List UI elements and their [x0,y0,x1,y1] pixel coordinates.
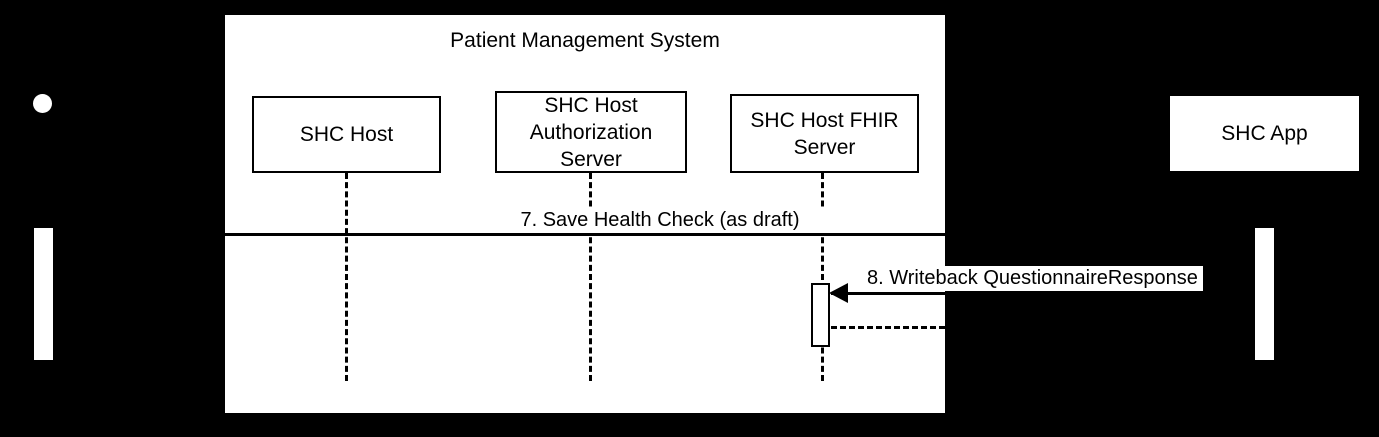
lifeline-auth-server [589,173,592,381]
system-frame-title: Patient Management System [450,29,720,52]
participant-box-shc-app[interactable]: SHC App [1170,96,1359,171]
message-label-7: 7. Save Health Check (as draft) [495,208,825,233]
actor-head-marker [33,94,52,113]
message-arrow-line-8 [831,292,945,295]
message-label-8: 8. Writeback QuestionnaireResponse [862,266,1203,291]
fragment-separator-line [225,233,945,236]
participant-box-fhir-server[interactable]: SHC Host FHIR Server [730,94,919,173]
participant-box-auth-server[interactable]: SHC Host Authorization Server [495,91,687,173]
message-return-line-8 [831,326,945,329]
activation-bar-fhir-server [811,283,830,347]
participant-box-shc-host[interactable]: SHC Host [252,96,441,173]
lifeline-shc-host [345,173,348,381]
actor-bar-right [1255,228,1274,360]
message-arrowhead-8 [829,283,848,303]
actor-bar-left [34,228,53,360]
lifeline-fhir-server [821,173,824,381]
